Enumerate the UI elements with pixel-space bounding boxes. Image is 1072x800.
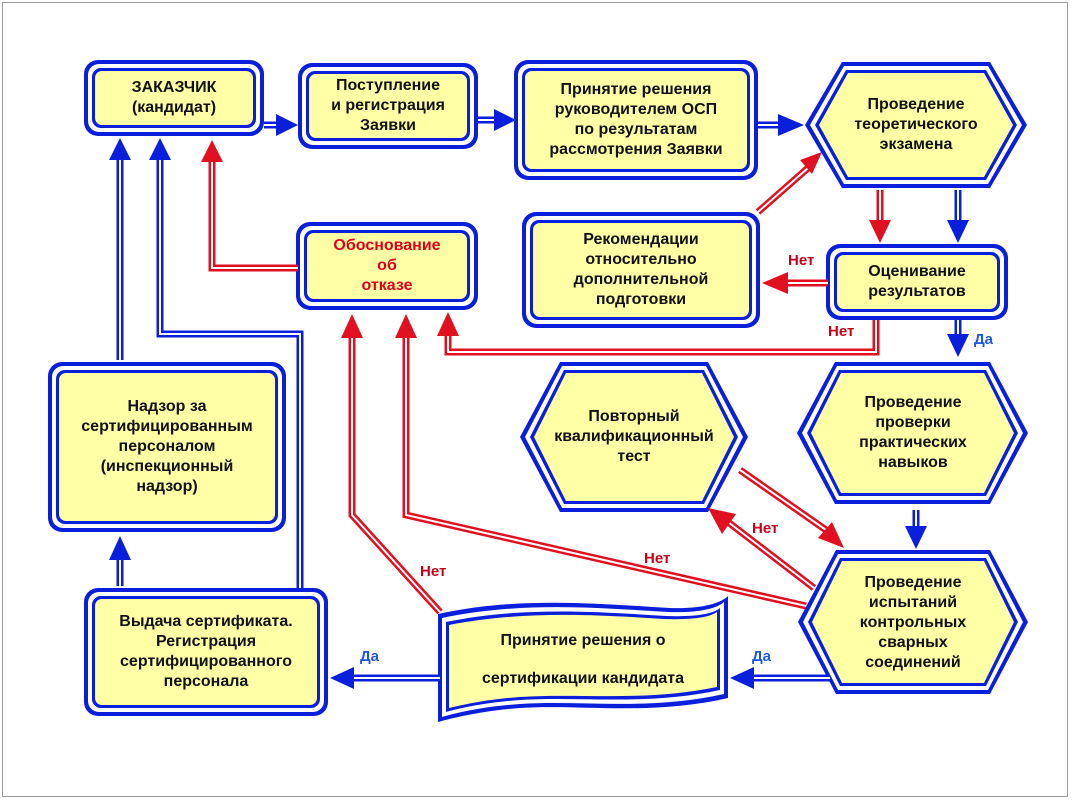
node-practical: Проведение проверки практических навыков bbox=[859, 394, 967, 471]
node-receipt-shape bbox=[298, 63, 478, 149]
arrow-receipt-to-decision bbox=[478, 109, 516, 131]
node-evaluation: Оценивание результатов bbox=[868, 263, 966, 300]
node-practical-shape bbox=[797, 362, 1028, 504]
edge-label-no-evaluation-recommendations: Нет bbox=[788, 252, 815, 269]
node-issue-cert-shape bbox=[84, 588, 328, 716]
arrow-cert-decision-to-refusal bbox=[341, 314, 443, 615]
arrow-evaluation-to-practical bbox=[947, 320, 969, 357]
arrow-exam-to-evaluation bbox=[947, 190, 969, 243]
arrow-supervision-to-customer bbox=[109, 138, 131, 360]
arrow-decision-to-exam bbox=[758, 114, 804, 136]
node-theory-exam-shape bbox=[805, 62, 1027, 188]
arrow-practical-to-weld bbox=[905, 510, 927, 549]
node-cert-decision-line1: Принятие решения о bbox=[500, 632, 666, 649]
arrow-customer-to-receipt bbox=[264, 114, 298, 136]
arrow-refusal-to-customer bbox=[201, 140, 298, 272]
node-cert-decision-shape bbox=[438, 596, 728, 722]
node-cert-decision-line2: сертификации кандидата bbox=[481, 670, 685, 687]
arrow-issue-to-customer bbox=[149, 138, 304, 588]
node-recommendations-shape bbox=[522, 212, 760, 328]
node-supervision: Надзор за сертифицированным персоналом (… bbox=[81, 398, 253, 495]
node-weld-tests-shape bbox=[798, 550, 1028, 694]
node-customer: ЗАКАЗЧИК (кандидат) bbox=[131, 79, 217, 116]
node-customer-shape bbox=[84, 60, 264, 136]
arrow-weld-to-cert-decision bbox=[730, 667, 830, 689]
edge-label-no-cert-refusal: Нет bbox=[420, 563, 447, 580]
arrow-issue-to-supervision bbox=[109, 536, 131, 586]
arrow-evaluation-to-recommendations bbox=[762, 272, 828, 294]
node-evaluation-shape bbox=[826, 244, 1008, 320]
edge-label-yes-cert-issue: Да bbox=[360, 648, 380, 665]
node-decision-osp: Принятие решения руководителем ОСП по ре… bbox=[549, 81, 723, 158]
node-receipt: Поступление и регистрация Заявки bbox=[331, 77, 445, 134]
arrow-weld-to-retest bbox=[708, 508, 817, 591]
arrow-weld-to-refusal bbox=[395, 314, 807, 610]
edge-label-no-weld-refusal: Нет bbox=[644, 550, 671, 567]
node-retest: Повторный квалификационный тест bbox=[554, 408, 714, 465]
arrow-recommendations-to-exam bbox=[755, 152, 822, 215]
arrow-exam-to-evaluation-red bbox=[869, 190, 891, 243]
node-retest-shape bbox=[520, 362, 748, 512]
edge-label-no-evaluation-refusal: Нет bbox=[828, 323, 855, 340]
node-weld-tests: Проведение испытаний контрольных сварных… bbox=[859, 574, 967, 671]
edge-label-yes-weld-cert: Да bbox=[752, 648, 772, 665]
node-refusal: Обоснование об отказе bbox=[333, 237, 441, 294]
arrow-cert-decision-to-issue bbox=[330, 667, 440, 689]
arrow-evaluation-to-refusal bbox=[437, 312, 880, 356]
node-recommendations: Рекомендации относительно дополнительной… bbox=[573, 231, 709, 308]
edge-label-no-weld-retest: Нет bbox=[752, 520, 779, 537]
arrow-retest-to-weld bbox=[737, 467, 844, 548]
node-supervision-shape bbox=[48, 362, 286, 532]
node-decision-osp-shape bbox=[514, 60, 758, 180]
node-theory-exam: Проведение теоретического экзамена bbox=[854, 96, 978, 153]
edge-label-yes-evaluation-practical: Да bbox=[974, 331, 994, 348]
node-issue-cert: Выдача сертификата. Регистрация сертифиц… bbox=[119, 613, 293, 690]
node-refusal-shape bbox=[296, 222, 478, 310]
